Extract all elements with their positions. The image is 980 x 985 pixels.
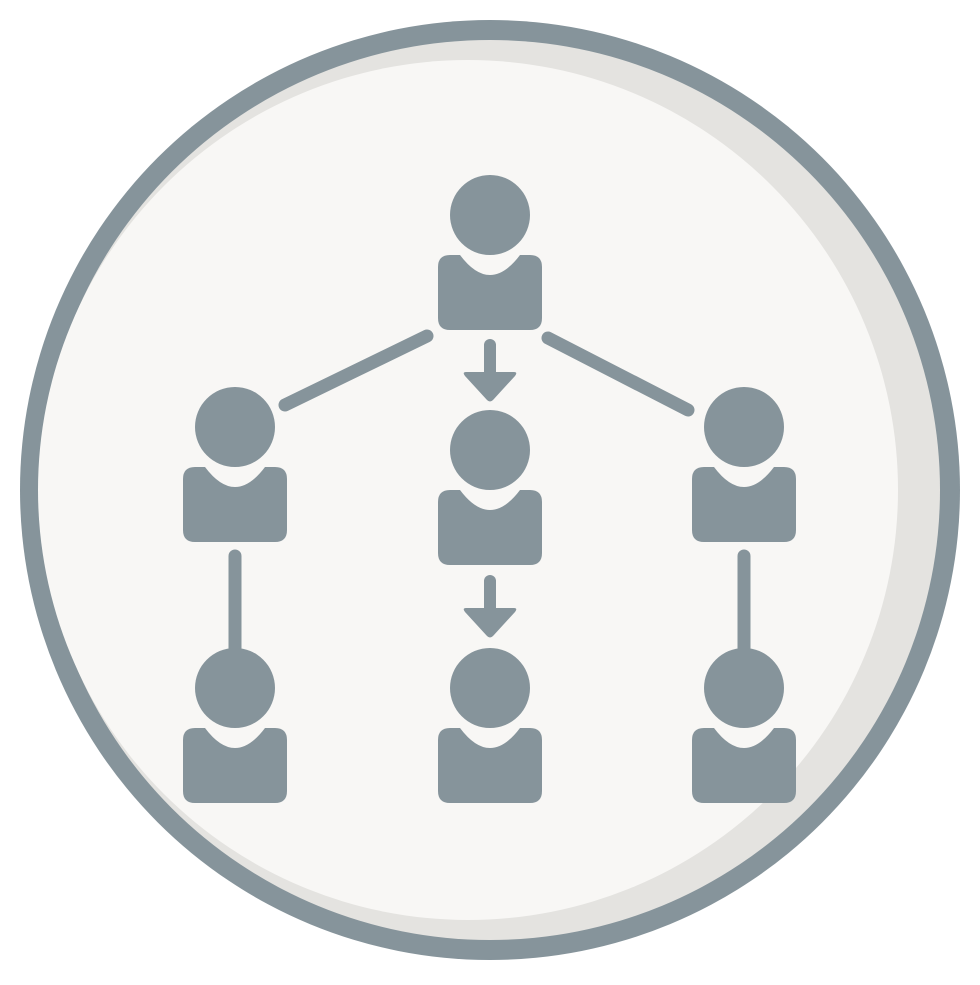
person-head [450, 175, 530, 255]
person-body [438, 490, 542, 565]
person-head [704, 648, 784, 728]
person-icon-middle-right [692, 387, 796, 542]
person-icon-top [438, 175, 542, 330]
person-body [438, 255, 542, 330]
person-head [195, 648, 275, 728]
person-head [704, 387, 784, 467]
person-body [692, 728, 796, 803]
person-body [183, 467, 287, 542]
person-body [183, 728, 287, 803]
arrow-down-icon-1 [463, 339, 517, 402]
person-nodes [183, 175, 796, 803]
person-head [195, 387, 275, 467]
person-icon-middle-left [183, 387, 287, 542]
connector-top-right [541, 331, 695, 417]
person-icon-bottom-right [692, 648, 796, 803]
person-body [692, 467, 796, 542]
connectors [228, 329, 751, 657]
person-icon-bottom-left [183, 648, 287, 803]
person-body [438, 728, 542, 803]
arrow-down-icon-2 [463, 575, 517, 638]
person-icon-center [438, 410, 542, 565]
connector-top-left [278, 329, 434, 412]
person-head [450, 410, 530, 490]
person-icon-bottom-center [438, 648, 542, 803]
person-head [450, 648, 530, 728]
